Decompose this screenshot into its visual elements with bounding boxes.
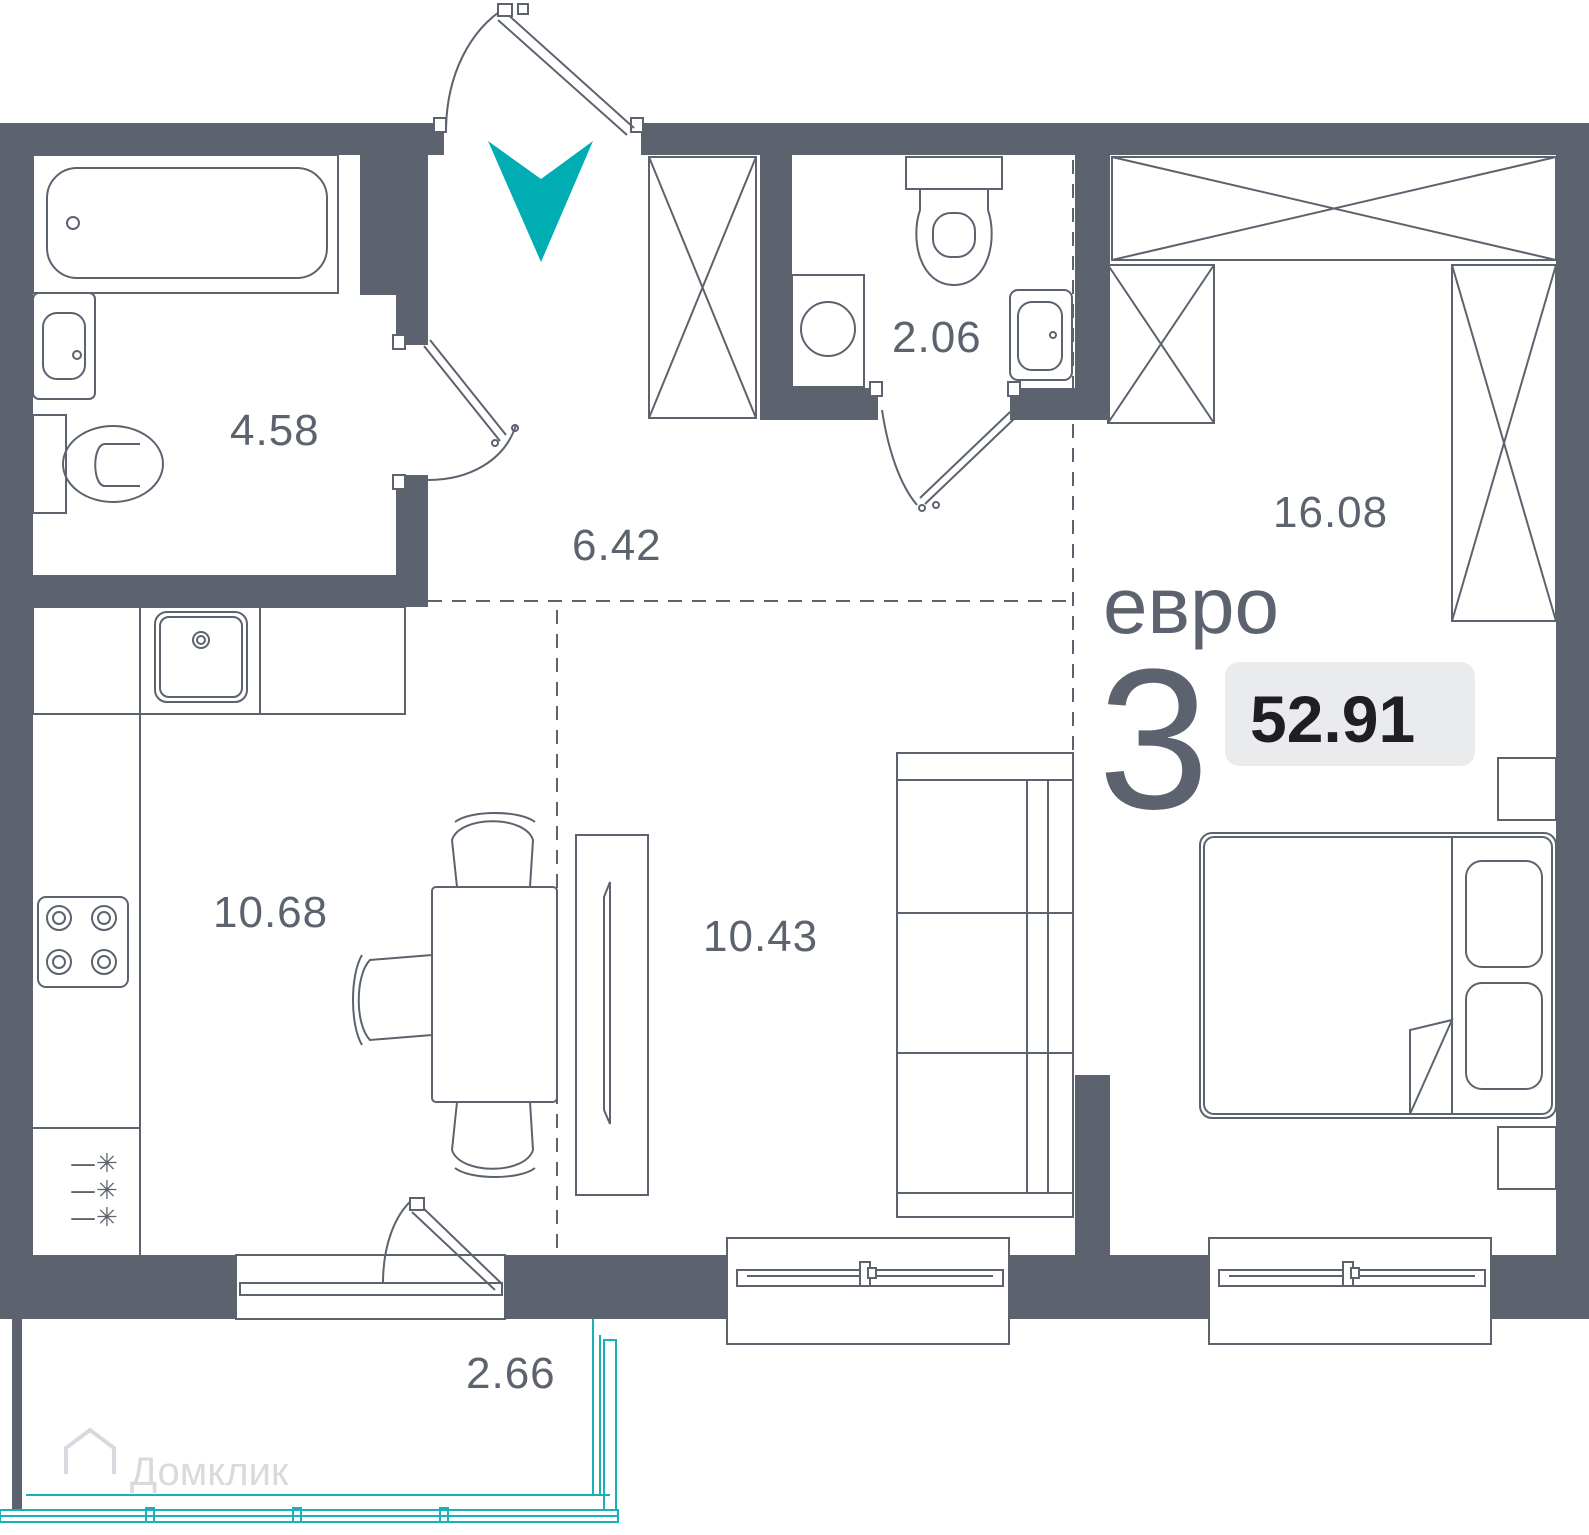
- apartment-type: евро 3 52.91: [1098, 561, 1475, 851]
- home-logo-icon: [64, 1427, 116, 1474]
- bed: [1199, 757, 1557, 1190]
- watermark: Домклик: [64, 1427, 289, 1494]
- watermark-text: Домклик: [130, 1450, 289, 1494]
- room-type-label: евро: [1103, 561, 1279, 650]
- zone-dividers: [428, 160, 1074, 1255]
- sofa: [896, 752, 1074, 1218]
- entrance-arrow-icon: [488, 141, 593, 262]
- area-wc: 2.06: [892, 313, 982, 362]
- bathroom-door: [423, 339, 519, 481]
- fridge-snowflake-icons: —✳ —✳ —✳: [70, 1149, 118, 1233]
- bathroom-fixtures: [32, 154, 339, 514]
- window-bedroom: [1208, 1237, 1492, 1345]
- bedroom-wardrobes: [1107, 156, 1557, 622]
- wc-doors: [881, 409, 1016, 512]
- svg-text:—✳: —✳: [70, 1203, 118, 1233]
- tv-unit: [575, 834, 649, 1196]
- svg-text:—✳: —✳: [70, 1176, 118, 1206]
- walls: [0, 123, 1589, 1319]
- balcony: [0, 1319, 619, 1523]
- total-area: 52.91: [1250, 682, 1415, 756]
- area-balcony: 2.66: [466, 1349, 556, 1398]
- door-frames: [392, 117, 1021, 490]
- total-area-badge: [1225, 662, 1475, 766]
- room-count: 3: [1098, 628, 1209, 851]
- area-kitchen: 10.68: [213, 888, 328, 937]
- hall-closet: [648, 156, 757, 419]
- kitchen-fixtures: —✳ —✳ —✳: [32, 606, 406, 1255]
- svg-text:—✳: —✳: [70, 1149, 118, 1179]
- balcony-door: [235, 1197, 506, 1320]
- area-living: 10.43: [703, 912, 818, 961]
- entrance-door: [445, 3, 635, 136]
- area-bedroom: 16.08: [1273, 488, 1388, 537]
- dining-table: [352, 812, 558, 1178]
- area-hallway: 6.42: [572, 521, 662, 570]
- room-labels: 4.58 6.42 2.06 16.08 10.68 10.43 2.66: [213, 313, 1388, 1398]
- area-bathroom: 4.58: [230, 406, 320, 455]
- window-living: [726, 1237, 1010, 1345]
